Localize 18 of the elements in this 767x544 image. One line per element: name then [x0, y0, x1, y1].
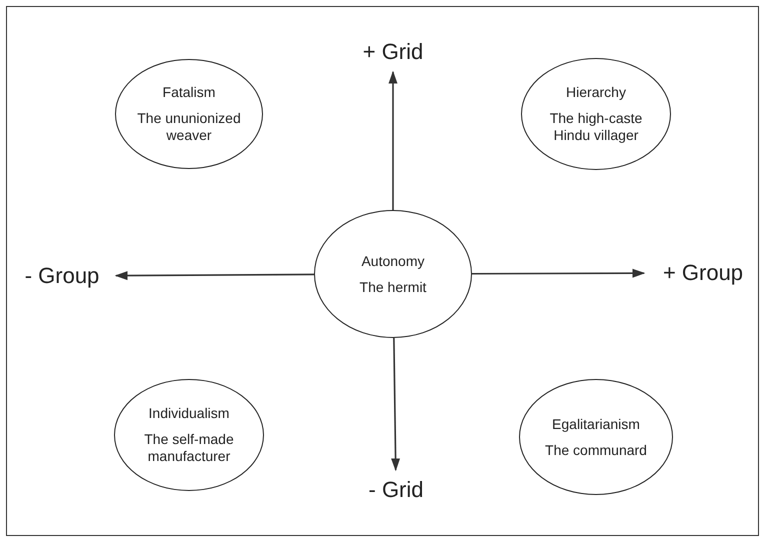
- node-heading: Autonomy: [361, 252, 425, 270]
- node-text: The ununionized weaver: [136, 110, 242, 144]
- arrow: [391, 338, 400, 472]
- node-heading: Individualism: [148, 405, 230, 422]
- axis-label: + Grid: [352, 36, 434, 68]
- axis-label: - Group: [12, 260, 112, 292]
- axis-label: + Group: [648, 257, 758, 289]
- node-heading: Egalitarianism: [552, 416, 640, 432]
- node-text: The self-made manufacturer: [143, 431, 235, 465]
- arrow: [114, 271, 314, 280]
- arrow: [472, 268, 646, 278]
- node-heading: Fatalism: [162, 84, 216, 101]
- node-text: The communard: [545, 442, 647, 458]
- node-heading: Hierarchy: [566, 84, 626, 101]
- axis-label: - Grid: [356, 474, 436, 506]
- node-text: The high-caste Hindu villager: [548, 110, 644, 144]
- node-text: The hermit: [360, 278, 426, 296]
- arrow: [388, 70, 398, 210]
